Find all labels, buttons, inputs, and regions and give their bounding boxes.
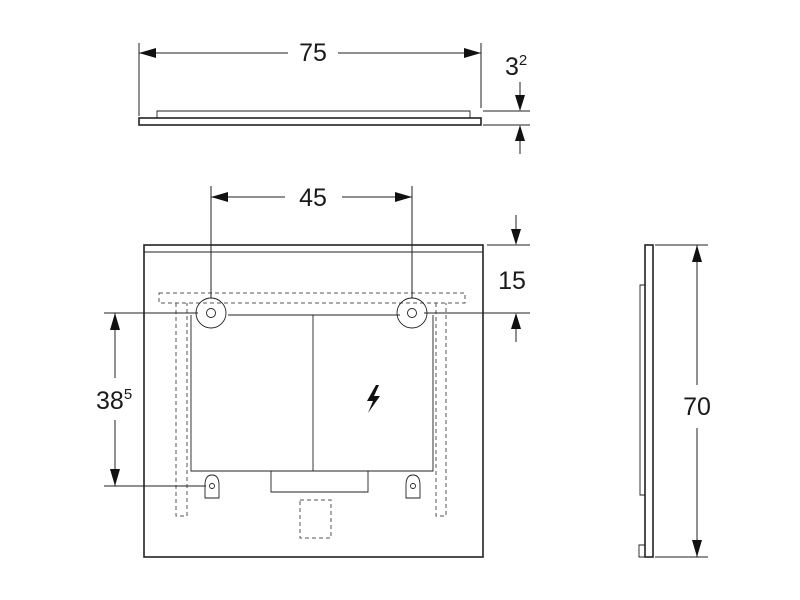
height-label: 70 (683, 393, 711, 421)
thickness-dimension-line (515, 82, 525, 154)
top-view-outline (138, 110, 482, 126)
keyhole-right (405, 474, 421, 499)
top-view: 75 32 (138, 39, 530, 154)
top-offset-dimension-line (511, 215, 521, 342)
height-dimension-line (692, 245, 702, 557)
side-panel-outline (644, 244, 654, 558)
keyhole-left (204, 474, 220, 499)
panel-outline (143, 244, 484, 558)
electrical-connection-icon (367, 385, 380, 413)
vertical-spacing-dimension-line (110, 313, 120, 486)
top-offset-label: 15 (498, 267, 526, 295)
cable-box (299, 499, 332, 539)
thickness-label: 32 (505, 52, 527, 81)
mount-spacing-dimension-line (211, 192, 412, 202)
vertical-spacing-label: 385 (96, 386, 132, 415)
width-dimension-line (139, 48, 481, 58)
mount-hole-right (396, 297, 428, 329)
hidden-rail (158, 292, 466, 304)
side-view: 70 (638, 244, 711, 558)
front-view: 45 15 385 (96, 184, 530, 558)
mount-spacing-label: 45 (299, 184, 327, 212)
width-label: 75 (299, 39, 327, 67)
